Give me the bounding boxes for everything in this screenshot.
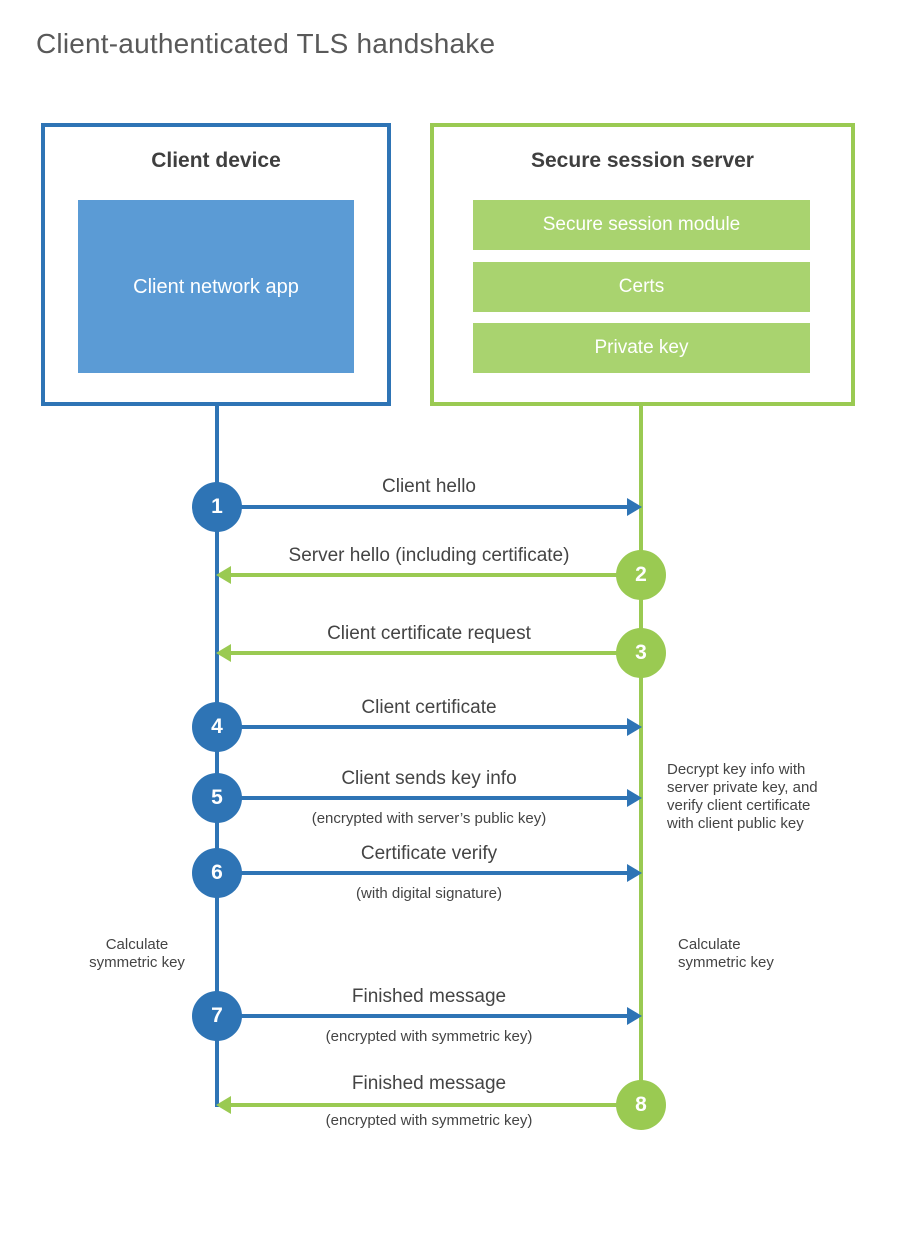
message-label: Client certificate [361, 697, 497, 718]
client-device-title: Client device [151, 149, 281, 172]
note-line: symmetric key [89, 954, 185, 971]
step-badge: 2 [616, 550, 666, 600]
note-line: Decrypt key info with [667, 761, 806, 778]
client-network-app-box: Client network app [78, 200, 354, 373]
message-sublabel: (encrypted with symmetric key) [325, 1028, 533, 1045]
message-label: Finished message [351, 1073, 507, 1094]
message-arrow [217, 1014, 627, 1018]
page-title: Client-authenticated TLS handshake [36, 28, 496, 59]
message-arrow [231, 651, 641, 655]
arrowhead-left-icon [216, 1096, 231, 1114]
arrowhead-right-icon [627, 1007, 642, 1025]
secure-session-server-box: Secure session server Secure session mod… [430, 123, 855, 406]
server-lifeline [639, 404, 643, 1105]
message-arrow [217, 725, 627, 729]
step-badge: 3 [616, 628, 666, 678]
arrowhead-right-icon [627, 718, 642, 736]
secure-session-server-title: Secure session server [531, 149, 754, 172]
message-arrow [231, 573, 641, 577]
note-line: server private key, and [667, 779, 818, 796]
message-label: Client certificate request [327, 623, 531, 644]
step-badge: 8 [616, 1080, 666, 1130]
note-line: with client public key [667, 815, 804, 832]
message-label: Finished message [351, 986, 507, 1007]
arrowhead-right-icon [627, 864, 642, 882]
step-badge: 5 [192, 773, 242, 823]
note-line: verify client certificate [667, 797, 811, 814]
message-arrow [231, 1103, 641, 1107]
step-badge: 4 [192, 702, 242, 752]
client-device-box: Client device Client network app [41, 123, 391, 406]
message-label: Client hello [382, 476, 476, 497]
note-line: Calculate [105, 936, 169, 953]
message-label: Client sends key info [341, 768, 517, 789]
server-module-secure-session-module: Secure session module [473, 200, 810, 250]
message-arrow [217, 871, 627, 875]
calculate-symmetric-key-note-server: Calculate symmetric key [678, 936, 774, 972]
message-arrow [217, 796, 627, 800]
note-line: symmetric key [678, 954, 774, 971]
arrowhead-right-icon [627, 789, 642, 807]
step-badge: 1 [192, 482, 242, 532]
message-arrow [217, 505, 627, 509]
step-badge: 6 [192, 848, 242, 898]
message-sublabel: (with digital signature) [356, 885, 502, 902]
message-label: Server hello (including certificate) [288, 545, 570, 566]
client-lifeline [215, 404, 219, 1107]
message-label: Certificate verify [360, 843, 498, 864]
client-network-app-label: Client network app [133, 275, 299, 298]
step-badge: 7 [192, 991, 242, 1041]
server-module-certs: Certs [473, 262, 810, 312]
note-line: Calculate [678, 936, 741, 953]
arrowhead-left-icon [216, 566, 231, 584]
message-sublabel: (encrypted with symmetric key) [325, 1112, 533, 1129]
calculate-symmetric-key-note-client: Calculate symmetric key [62, 936, 212, 972]
decrypt-key-note: Decrypt key info with server private key… [667, 761, 818, 833]
arrowhead-left-icon [216, 644, 231, 662]
server-module-private-key: Private key [473, 323, 810, 373]
arrowhead-right-icon [627, 498, 642, 516]
message-sublabel: (encrypted with server’s public key) [311, 810, 547, 827]
